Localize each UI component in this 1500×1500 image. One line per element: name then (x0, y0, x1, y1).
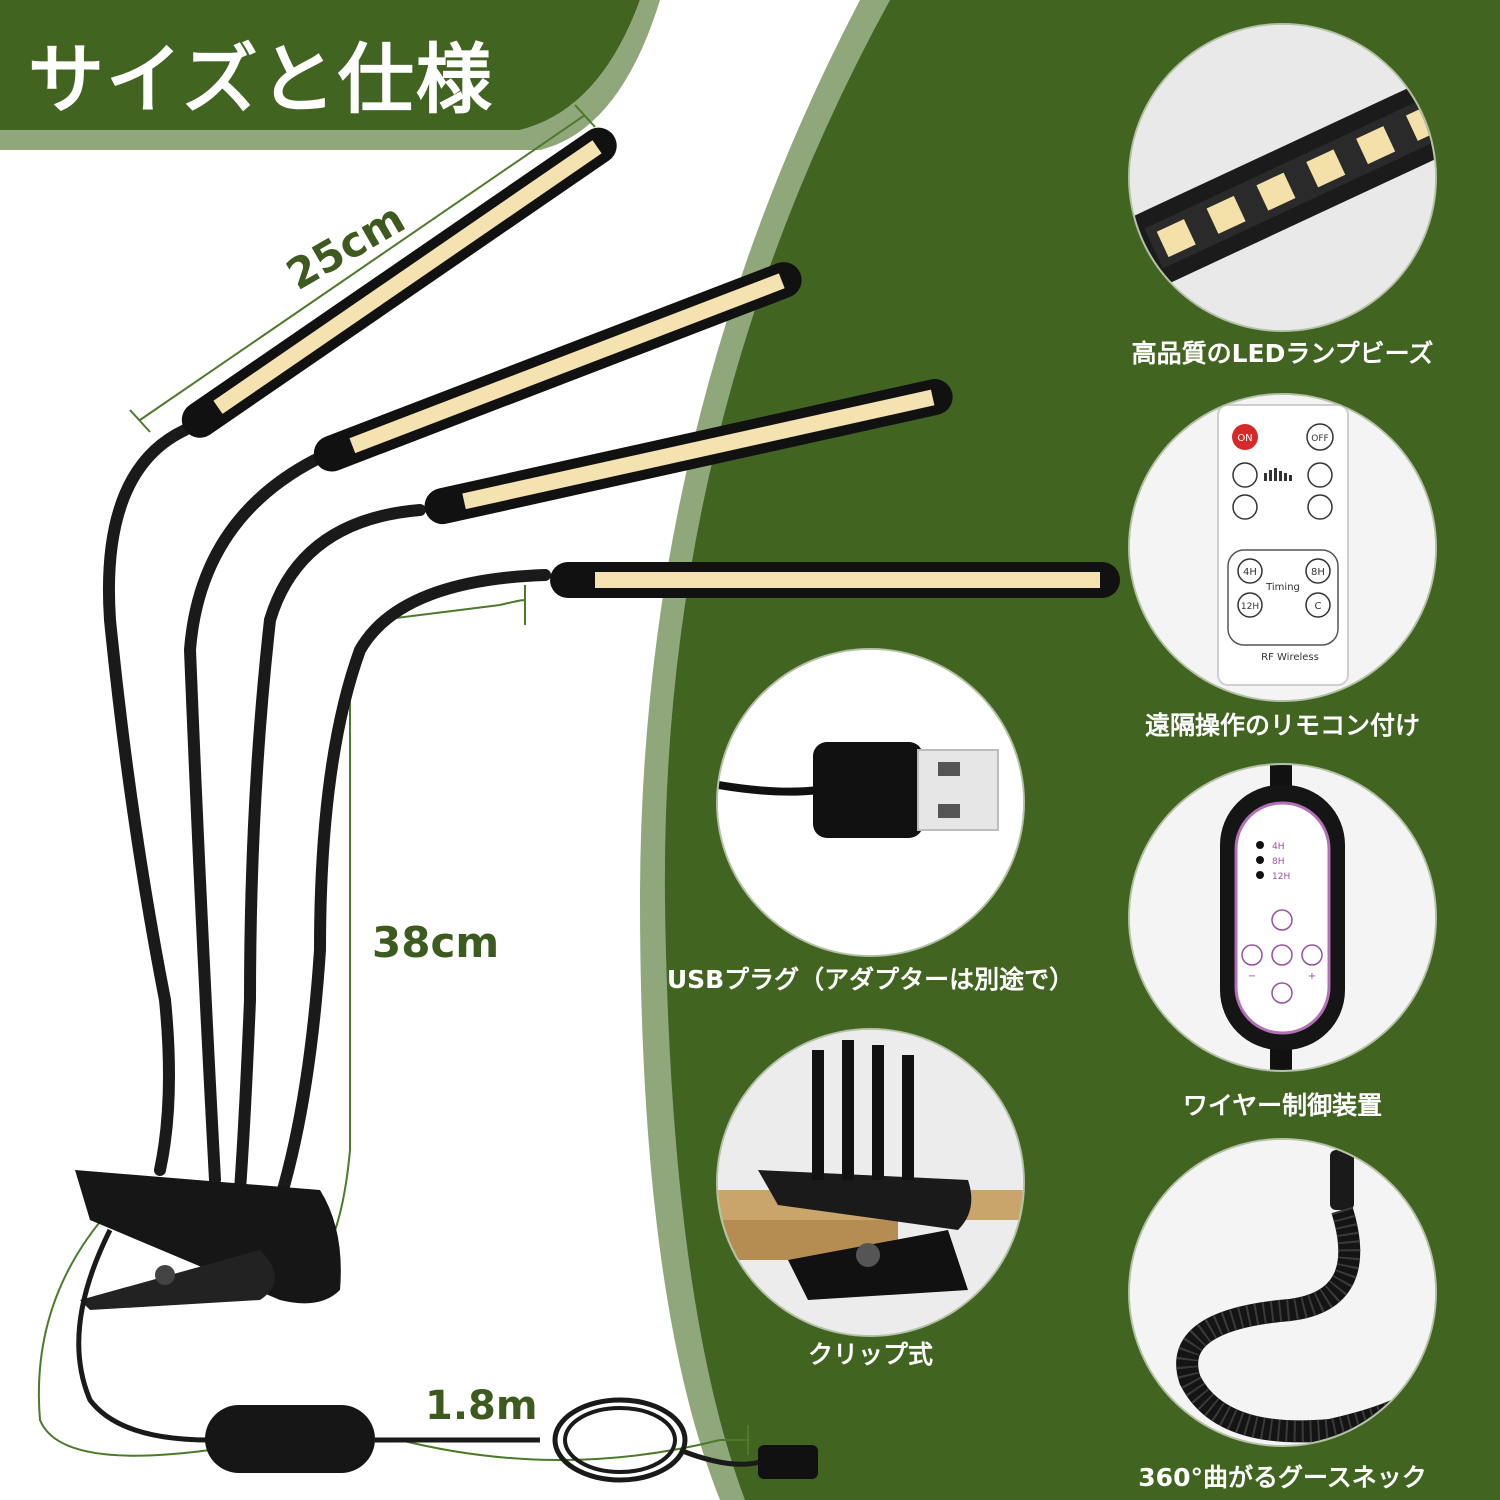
gooseneck-2 (183, 454, 321, 1186)
light-bar-3 (424, 379, 953, 525)
remote-control-icon: ON OFF 4H 8H Timing 12H C RF Wireless (1130, 395, 1435, 700)
feature-controller-caption: ワイヤー制御装置 (1182, 1091, 1383, 1120)
light-bar-1 (181, 127, 617, 438)
height-label: 38cm (372, 918, 500, 967)
controller-minus-label: − (1248, 971, 1256, 982)
led-strip-closeup-icon (1130, 25, 1435, 330)
gooseneck-4 (274, 569, 551, 1206)
cable-length-label: 1.8m (425, 1383, 538, 1429)
length-guide-end (574, 104, 596, 128)
remote-on-label: ON (1237, 433, 1252, 444)
controller-body (205, 1405, 375, 1473)
feature-usb-circle (718, 650, 1023, 955)
light-bar-4 (550, 562, 1120, 598)
feature-clip-circle (718, 1030, 1023, 1335)
length-guide-end (129, 409, 151, 433)
lamp-illustration (37, 104, 1120, 1483)
usb-plug-small (758, 1445, 818, 1479)
controller-4h-label: 4H (1272, 842, 1285, 852)
feature-remote-caption: 遠隔操作のリモコン付け (1144, 711, 1420, 740)
dimension-guides (37, 104, 750, 1461)
gooseneck-icon (1130, 1140, 1435, 1445)
clip-base (75, 1170, 341, 1310)
gooseneck-1 (102, 424, 191, 1176)
page-title: サイズと仕様 (28, 35, 494, 124)
remote-timing-label: Timing (1265, 582, 1300, 593)
feature-gooseneck-circle (1130, 1140, 1435, 1445)
remote-off-label: OFF (1311, 434, 1328, 444)
title-banner (0, 0, 640, 130)
remote-12h-label: 12H (1241, 602, 1259, 612)
feature-usb-caption: USBプラグ（アダプターは別途で） (666, 965, 1075, 994)
remote-rf-label: RF Wireless (1261, 652, 1319, 663)
remote-4h-label: 4H (1243, 567, 1257, 578)
usb-plug-icon (718, 650, 1023, 955)
feature-controller-circle: 4H 8H 12H − + (1130, 765, 1435, 1070)
cable-guide (37, 1209, 750, 1461)
gooseneck-3 (234, 504, 426, 1196)
remote-8h-label: 8H (1311, 567, 1325, 578)
light-bar-2 (313, 262, 802, 472)
goosenecks (102, 424, 551, 1206)
light-bars (181, 127, 1120, 598)
feature-clip-caption: クリップ式 (807, 1340, 933, 1369)
feature-led-circle (1130, 25, 1435, 330)
controller-12h-label: 12H (1272, 872, 1290, 882)
clip-mount-icon (718, 1030, 1023, 1335)
feature-remote-circle: ON OFF 4H 8H Timing 12H C RF Wireless (1130, 395, 1435, 700)
feature-led-caption: 高品質のLEDランプビーズ (1131, 339, 1434, 368)
feature-gooseneck-caption: 360°曲がるグースネック (1138, 1463, 1427, 1492)
inline-controller-icon: 4H 8H 12H − + (1130, 765, 1435, 1070)
controller-plus-label: + (1308, 971, 1316, 982)
cable-assembly (76, 1228, 818, 1483)
length-guide (139, 114, 586, 421)
title-banner-accent (0, 0, 660, 150)
controller-8h-label: 8H (1272, 857, 1285, 867)
remote-c-label: C (1315, 601, 1322, 612)
